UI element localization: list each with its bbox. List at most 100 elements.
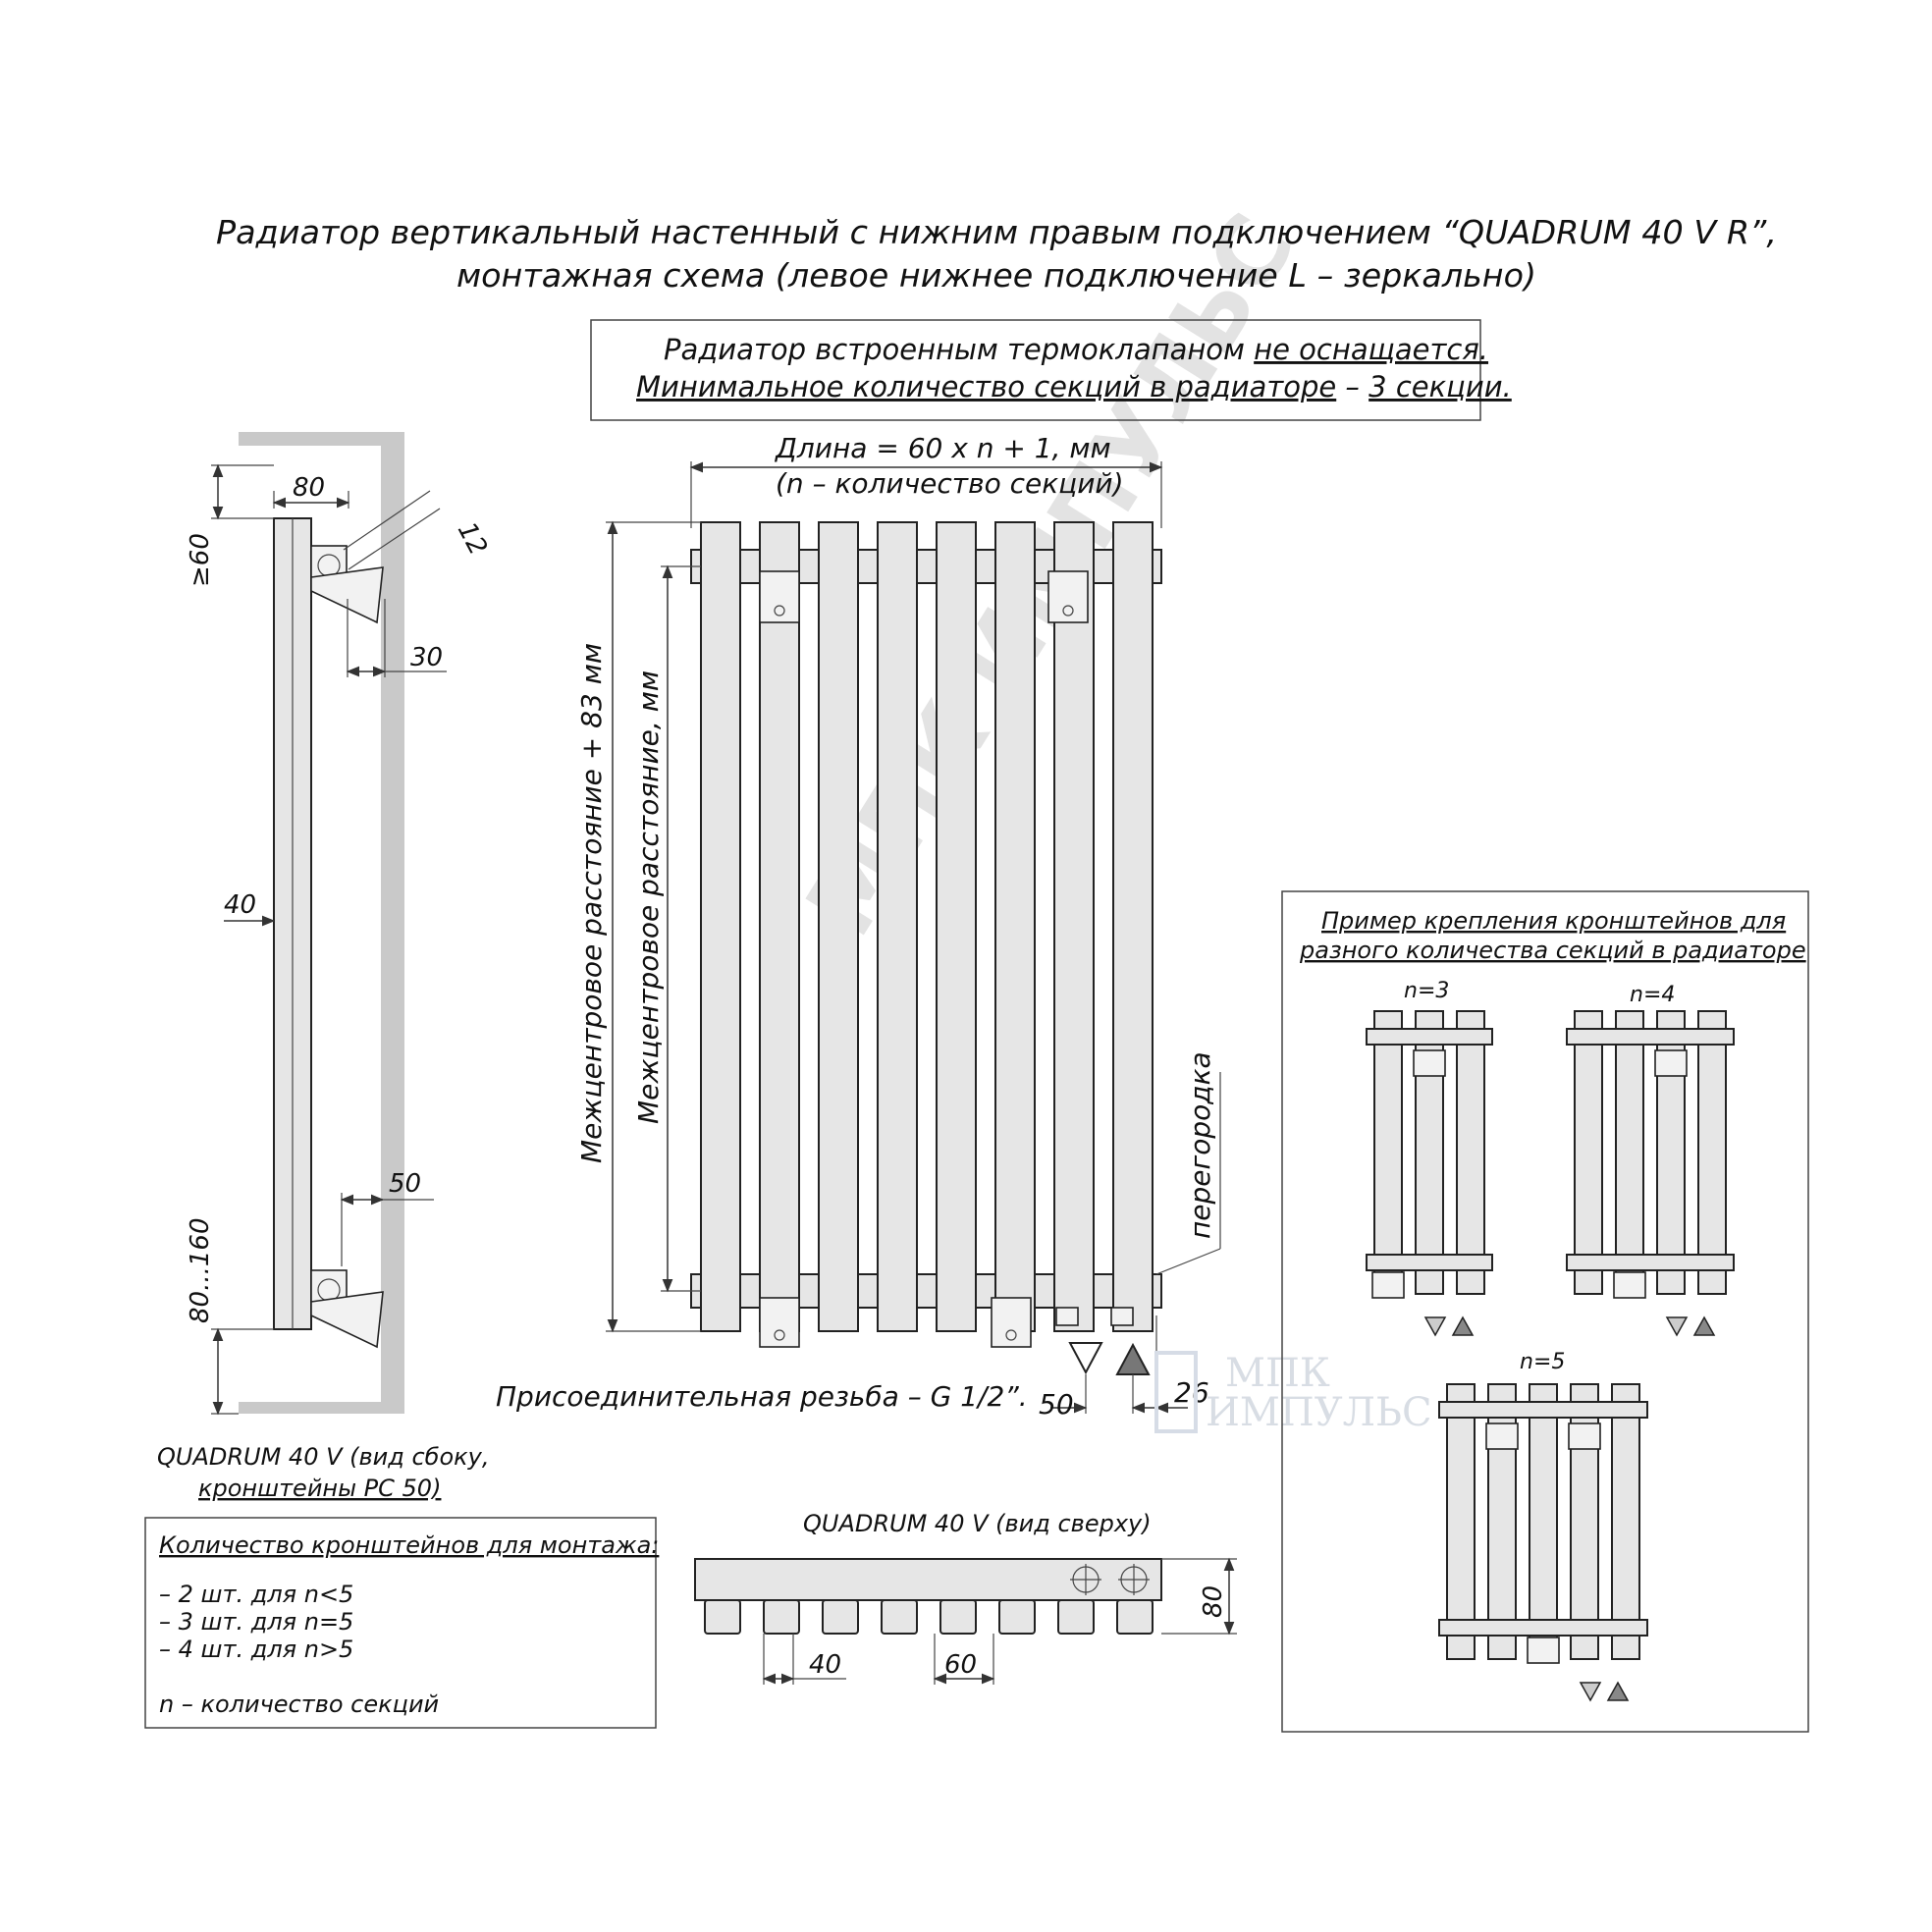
notice-line-2-dash: – (1336, 370, 1368, 403)
side-ceiling (239, 432, 404, 446)
top-dim-40: 40 (809, 1650, 841, 1680)
example-title-2: разного количества секций в радиаторе (1299, 937, 1806, 964)
mini-section (1615, 1010, 1644, 1295)
watermark-logo-line-1: МПК (1225, 1351, 1330, 1396)
front-section (877, 521, 918, 1332)
top-section-stub (881, 1599, 918, 1635)
top-section-stub (763, 1599, 800, 1635)
example-title-1: Пример крепления кронштейнов для (1321, 907, 1786, 935)
mini-section (1611, 1383, 1640, 1660)
top-section-stub (822, 1599, 859, 1635)
mini-supply-arrow-icon (1665, 1316, 1689, 1337)
side-dim-30: 30 (410, 643, 443, 672)
mini-section (1529, 1383, 1558, 1660)
notice-line-2: Минимальное количество секций в радиатор… (636, 370, 1512, 403)
mini-top-header (1438, 1401, 1648, 1419)
supply-arrow-icon (1068, 1342, 1103, 1375)
mini-section (1446, 1383, 1476, 1660)
example-label-n4: n=4 (1630, 983, 1675, 1007)
front-section (994, 521, 1036, 1332)
mini-supply-arrow-icon (1579, 1682, 1602, 1702)
example-box: Пример крепления кронштейнов для разного… (1281, 890, 1809, 1733)
mini-bracket-bottom (1527, 1637, 1560, 1664)
bracket-count-item-3: – 4 шт. для n>5 (159, 1636, 353, 1663)
watermark-logo: МПК ИМПУЛЬС (1154, 1351, 1432, 1435)
watermark-logo-icon (1154, 1351, 1198, 1433)
bracket-count-item-2: – 3 шт. для n=5 (159, 1608, 353, 1636)
front-section (759, 521, 800, 1332)
mini-section (1456, 1010, 1485, 1295)
top-dim-60: 60 (944, 1650, 977, 1680)
mini-bottom-header (1566, 1254, 1735, 1271)
notice-line-1-underlined: не оснащается. (1254, 333, 1488, 366)
mini-radiators (1366, 1010, 1735, 1702)
example-label-n5: n=5 (1520, 1350, 1565, 1374)
side-bottom-bracket (310, 1291, 384, 1349)
title-line-1: Радиатор вертикальный настенный с нижним… (216, 213, 1777, 251)
side-top-bracket (310, 566, 384, 624)
example-label-n3: n=3 (1404, 979, 1449, 1003)
front-bracket-top (759, 570, 800, 623)
front-section (1053, 521, 1095, 1332)
side-dim-80: 80 (293, 473, 325, 503)
notice-line-2-tail: 3 секции. (1368, 370, 1512, 403)
title-line-2: монтажная схема (левое нижнее подключени… (456, 256, 1536, 295)
front-outlet-pipe (1110, 1307, 1134, 1326)
notice-box (590, 319, 1481, 421)
mini-top-header (1566, 1028, 1735, 1046)
watermark-logo-line-2: ИМПУЛЬС (1206, 1390, 1432, 1435)
side-dim-top-gap: ≥60 (186, 533, 215, 587)
top-dim-80: 80 (1199, 1585, 1228, 1618)
front-bracket-bolt (774, 605, 785, 617)
front-section (818, 521, 859, 1332)
notice-line-1: Радиатор встроенным термоклапаном не осн… (664, 333, 1488, 366)
bracket-count-item-1: – 2 шт. для n<5 (159, 1581, 353, 1608)
mini-return-arrow-icon (1606, 1681, 1630, 1701)
side-dim-bottom-gap: 80...160 (186, 1217, 215, 1323)
front-bracket-top (1047, 570, 1089, 623)
front-inner-label: Межцентровое расстояние, мм (632, 671, 665, 1124)
front-n-label: (n – количество секций) (776, 467, 1124, 500)
top-sections (704, 1599, 1154, 1635)
bracket-count-box: Количество кронштейнов для монтажа: – 2 … (144, 1517, 659, 1729)
front-inlet-pipe (1055, 1307, 1079, 1326)
top-section-stub (704, 1599, 741, 1635)
top-section-stub (1057, 1599, 1095, 1635)
notice-line-1-prefix: Радиатор встроенным термоклапаном (664, 333, 1254, 366)
front-outer-label: Межцентровое расстояние + 83 мм (575, 643, 608, 1163)
mini-bracket-top (1485, 1422, 1519, 1450)
front-bracket-bottom (991, 1297, 1032, 1348)
front-section (936, 521, 977, 1332)
mini-bracket-top (1413, 1049, 1446, 1077)
mini-top-header (1366, 1028, 1493, 1046)
thread-label: Присоединительная резьба – G 1/2”. (496, 1380, 1028, 1413)
side-wall (381, 432, 404, 1414)
mini-bracket-top (1654, 1049, 1688, 1077)
mini-bracket-bottom (1613, 1271, 1646, 1299)
side-dim-pipe: 12 (452, 517, 493, 560)
top-view: QUADRUM 40 V (вид сверху) 80 40 60 (694, 1510, 1237, 1685)
front-partition-label: перегородка (1184, 1051, 1216, 1239)
mini-bracket-bottom (1371, 1271, 1405, 1299)
top-caption: QUADRUM 40 V (вид сверху) (803, 1510, 1152, 1537)
top-section-stub (998, 1599, 1036, 1635)
side-dim-40: 40 (224, 890, 256, 920)
front-length-label: Длина = 60 х n + 1, мм (774, 432, 1111, 464)
top-section-stub (939, 1599, 977, 1635)
return-arrow-icon (1115, 1342, 1151, 1375)
mini-supply-arrow-icon (1423, 1316, 1447, 1337)
front-dim-50: 50 (1039, 1388, 1074, 1421)
front-section (1112, 521, 1154, 1332)
front-bracket-bolt (774, 1329, 785, 1341)
side-view: 80 ≥60 12 30 40 50 80...160 QUADRUM 40 V… (157, 432, 493, 1502)
side-caption-2: кронштейны PC 50) (198, 1475, 441, 1502)
front-view: Длина = 60 х n + 1, мм (n – количество с… (496, 432, 1221, 1421)
mini-return-arrow-icon (1692, 1315, 1716, 1336)
mini-section (1697, 1010, 1727, 1295)
bracket-count-footnote: n – количество секций (159, 1690, 439, 1718)
front-sections (700, 521, 1154, 1348)
front-dim-26: 26 (1174, 1376, 1209, 1409)
notice-line-2-underlined: Минимальное количество секций в радиатор… (636, 370, 1336, 403)
mini-section (1574, 1010, 1603, 1295)
mini-section (1373, 1010, 1403, 1295)
